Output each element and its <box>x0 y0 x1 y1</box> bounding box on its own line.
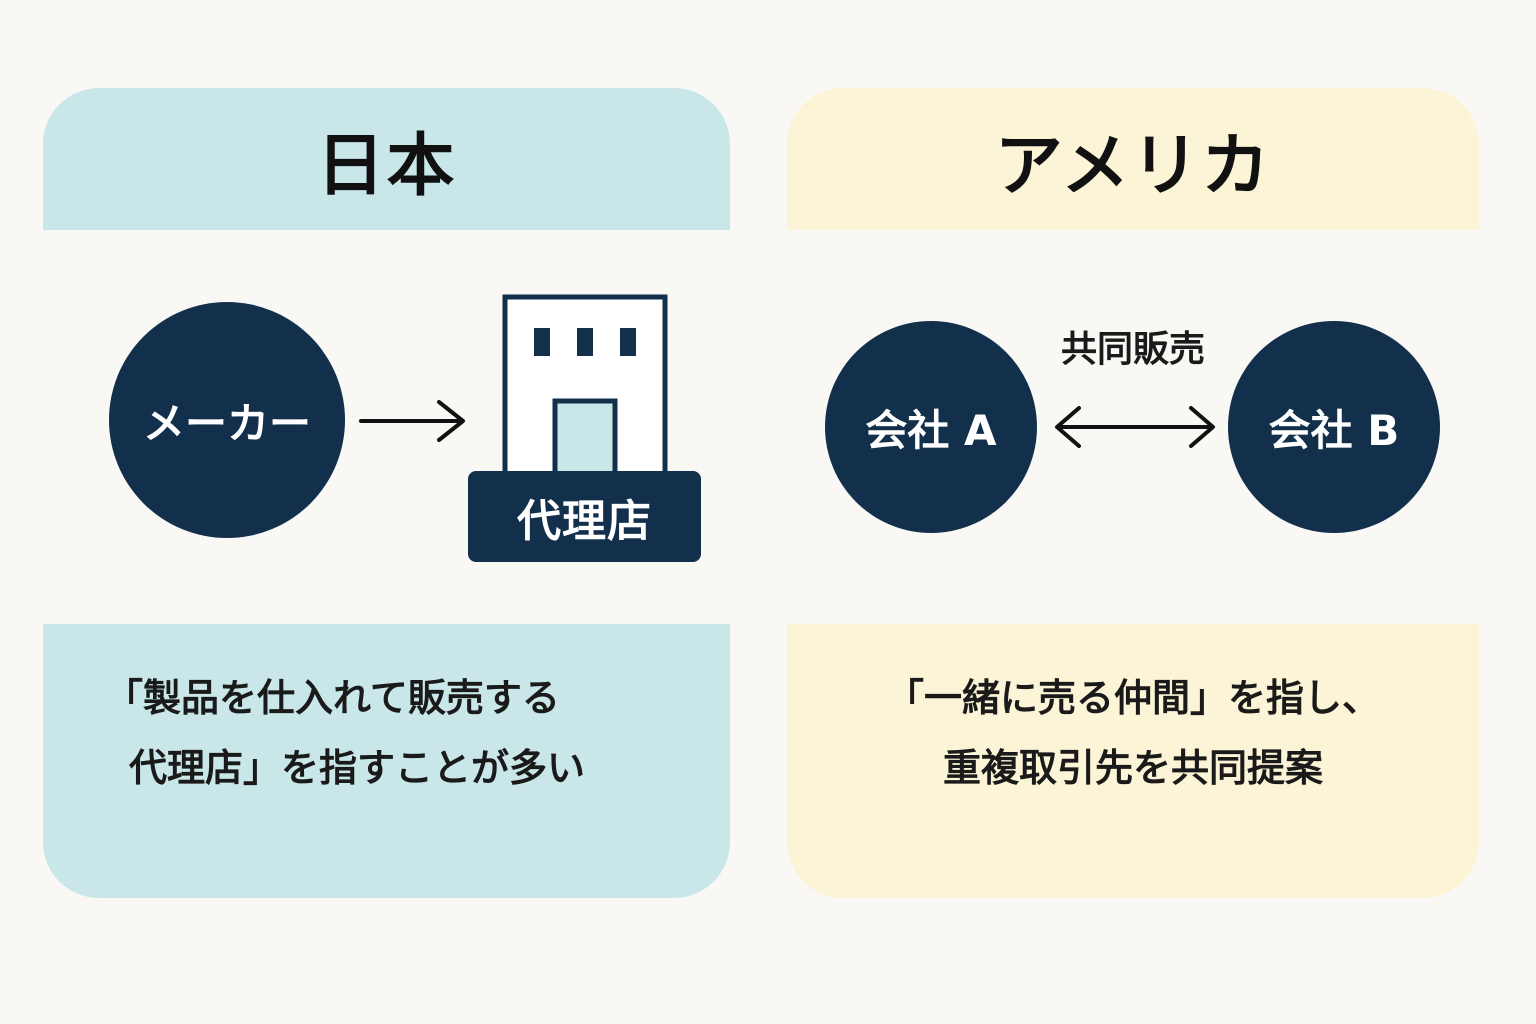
agency-sign: 代理店 <box>468 471 701 562</box>
arrow-right-icon <box>359 400 465 442</box>
us-description: 「一緒に売る仲間」を指し、 重複取引先を共同提案 <box>787 663 1479 803</box>
maker-label: メーカー <box>142 398 311 448</box>
us-diagram: 会社 A 共同販売 会社 B <box>787 230 1479 624</box>
japan-desc-line-1: 「製品を仕入れて販売する <box>105 676 560 720</box>
double-arrow-icon <box>1055 406 1215 448</box>
agency-label: 代理店 <box>517 495 652 547</box>
building-icon <box>502 294 668 474</box>
japan-desc-line-2: 代理店」を指すことが多い <box>129 746 586 790</box>
company-b-circle: 会社 B <box>1228 321 1440 533</box>
company-a-label: 会社 A <box>865 405 997 455</box>
japan-description: 「製品を仕入れて販売する 代理店」を指すことが多い <box>105 663 585 803</box>
japan-diagram: メーカー 代理店 <box>43 230 730 624</box>
us-title: アメリカ <box>994 126 1272 206</box>
maker-circle: メーカー <box>109 302 345 538</box>
japan-title: 日本 <box>316 126 457 206</box>
us-desc-line-2: 重複取引先を共同提案 <box>942 746 1323 790</box>
us-desc-line-1: 「一緒に売る仲間」を指し、 <box>885 676 1380 720</box>
joint-sales-label: 共同販売 <box>1060 329 1205 370</box>
us-panel: アメリカ 会社 A 共同販売 会社 B 「一緒に売る仲間」を指し、 重複取引先を… <box>787 88 1479 898</box>
japan-panel: 日本 メーカー 代理店 「製品を仕入れて販売する 代理店」を指すことが多い <box>43 88 730 898</box>
company-a-circle: 会社 A <box>825 321 1037 533</box>
company-b-label: 会社 B <box>1268 405 1400 455</box>
